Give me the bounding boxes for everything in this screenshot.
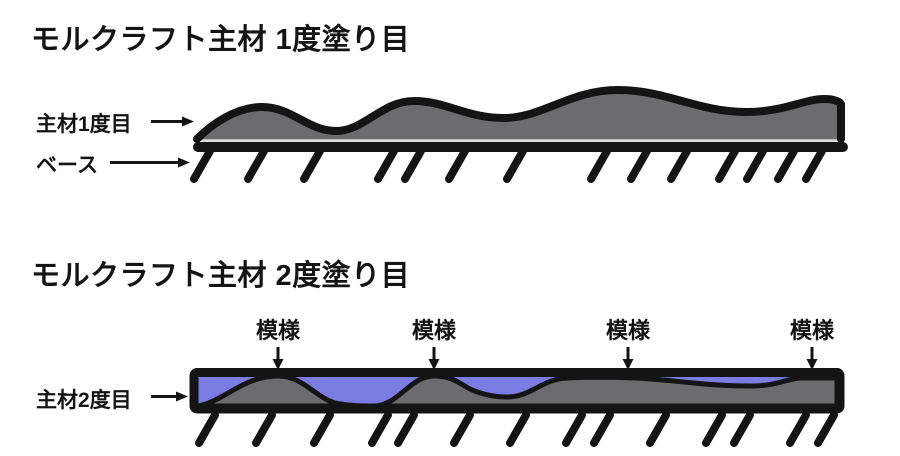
coat1-layer-arrow [151, 116, 194, 127]
pattern-label: 模様 [411, 318, 457, 343]
pattern-arrow-1 [272, 347, 284, 370]
coat2-title: モルクラフト主材 2度塗り目 [31, 260, 411, 292]
coat1-title: モルクラフト主材 1度塗り目 [31, 24, 411, 56]
coat1-base-label: ベース [36, 154, 98, 177]
pattern-arrows [272, 347, 818, 370]
coat1-illustration [110, 86, 848, 183]
coat1-base-hatching [190, 147, 826, 183]
coat2-layer-arrow [151, 391, 188, 402]
pattern-arrow-4 [806, 347, 818, 370]
coat2-base-hatching [195, 411, 838, 447]
pattern-label: 模様 [789, 318, 835, 343]
coat2-band-outline [189, 368, 845, 414]
pattern-arrow-2 [428, 347, 440, 370]
coat1-layer-label: 主材1度目 [36, 113, 132, 136]
coat1-surface-outline [193, 86, 845, 143]
pattern-label: 模様 [605, 318, 651, 343]
coat2-layer-label: 主材2度目 [36, 389, 132, 412]
coat1-base-arrow [110, 157, 190, 168]
coat2-illustration [151, 347, 845, 447]
pattern-arrow-3 [622, 347, 634, 370]
pattern-label: 模様 [255, 318, 301, 343]
coat2-first-coat-shape [195, 373, 840, 409]
